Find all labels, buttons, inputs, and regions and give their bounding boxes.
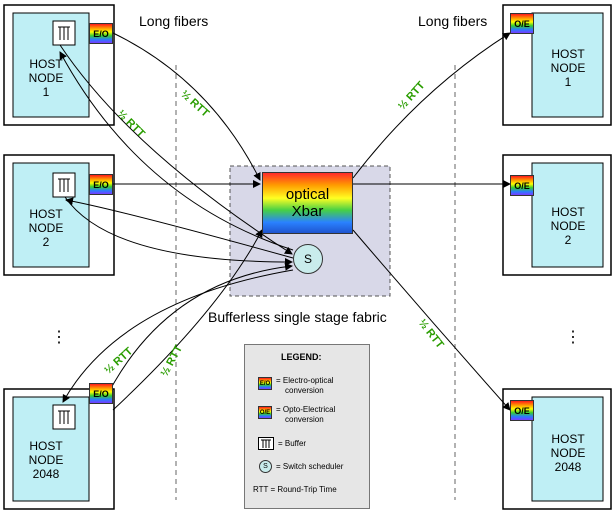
right-host-2-line3: 2 (564, 233, 572, 247)
legend-title: LEGEND: (281, 352, 322, 362)
arrow-xbar-to-right1 (352, 32, 511, 179)
left-host-2-label: HOST NODE 2 (16, 207, 76, 249)
arrow-host2-request (64, 196, 293, 266)
left-host-2-line2: NODE (28, 221, 64, 235)
left-host-1-line2: NODE (28, 71, 64, 85)
left-host-1-line1: HOST (29, 57, 63, 71)
arrow-host1-request (59, 44, 293, 255)
arrow-grant-host2 (65, 197, 294, 259)
right-host-2048-inner (531, 396, 604, 502)
right-host-1-inner (531, 12, 604, 118)
buffer-icon-2 (52, 172, 76, 198)
oe-converter-2: O/E (510, 175, 534, 196)
right-host-2-inner (531, 162, 604, 268)
buffer-icon-1 (52, 20, 76, 46)
left-host-2-inner (12, 162, 90, 268)
right-host-1-line2: NODE (550, 61, 586, 75)
legend-oe-text-1: = Opto-Electrical (276, 405, 336, 414)
left-fiber-label: Long fibers (139, 13, 209, 29)
right-host-2048-label: HOST NODE 2048 (538, 432, 598, 474)
arrow-host2048-to-xbar (112, 229, 263, 411)
arrow-host2048-request (109, 262, 293, 391)
legend-rtt-text: RTT = Round-Trip Time (253, 485, 337, 494)
switch-scheduler: S (293, 244, 323, 274)
left-host-1-label: HOST NODE 1 (16, 57, 76, 99)
right-fiber-label: Long fibers (418, 13, 488, 29)
arrow-xbar-to-right2048 (352, 229, 511, 411)
oe-converter-1: O/E (510, 13, 534, 34)
legend-oe-text-2: conversion (285, 415, 324, 424)
left-host-2048-line1: HOST (29, 439, 63, 453)
eo-converter-2: E/O (89, 174, 113, 195)
legend-eo-text-1: = Electro-optical (276, 376, 334, 385)
right-host-2048-line3: 2048 (554, 460, 582, 474)
left-host-2048-line2: NODE (28, 453, 64, 467)
right-host-2-line2: NODE (550, 219, 586, 233)
left-ellipsis: ⋮ (51, 329, 67, 346)
right-host-2-line1: HOST (551, 205, 585, 219)
legend-buffer-text: = Buffer (278, 439, 307, 448)
right-host-1-label: HOST NODE 1 (538, 47, 598, 89)
left-host-1-line3: 1 (42, 85, 50, 99)
eo-converter-1: E/O (89, 23, 113, 44)
buffer-icon-2048 (52, 404, 76, 430)
left-host-2048-label: HOST NODE 2048 (16, 439, 76, 481)
right-host-1-line3: 1 (564, 75, 572, 89)
right-host-1-line1: HOST (551, 47, 585, 61)
legend-box: LEGEND: E/O = Electro-optical conversion… (244, 344, 370, 509)
optical-crossbar: optical Xbar (262, 172, 353, 234)
legend-oe-swatch: O/E (258, 406, 272, 419)
left-host-2048-line3: 2048 (32, 467, 60, 481)
right-host-2048-line1: HOST (551, 432, 585, 446)
right-host-2048-line2: NODE (550, 446, 586, 460)
legend-eo-text-2: conversion (285, 386, 324, 395)
crossbar-line1: optical (285, 186, 330, 203)
eo-converter-2048: E/O (89, 383, 113, 404)
left-host-2048-inner (12, 396, 90, 502)
legend-scheduler-text: = Switch scheduler (276, 462, 344, 471)
oe-converter-2048: O/E (510, 400, 534, 421)
arrow-grant-host2048 (62, 269, 294, 403)
crossbar-line2: Xbar (291, 203, 324, 220)
left-host-2-line3: 2 (42, 235, 50, 249)
legend-eo-swatch: E/O (258, 377, 272, 390)
right-ellipsis: ⋮ (565, 329, 581, 346)
left-host-2-line1: HOST (29, 207, 63, 221)
right-host-2-label: HOST NODE 2 (538, 205, 598, 247)
legend-scheduler-swatch: S (259, 460, 272, 473)
left-host-1-inner (12, 12, 90, 118)
legend-buffer-icon (258, 437, 274, 450)
fabric-label: Bufferless single stage fabric (208, 309, 387, 325)
arrow-host1-to-xbar (112, 32, 261, 181)
arrow-grant-host1 (59, 51, 294, 251)
